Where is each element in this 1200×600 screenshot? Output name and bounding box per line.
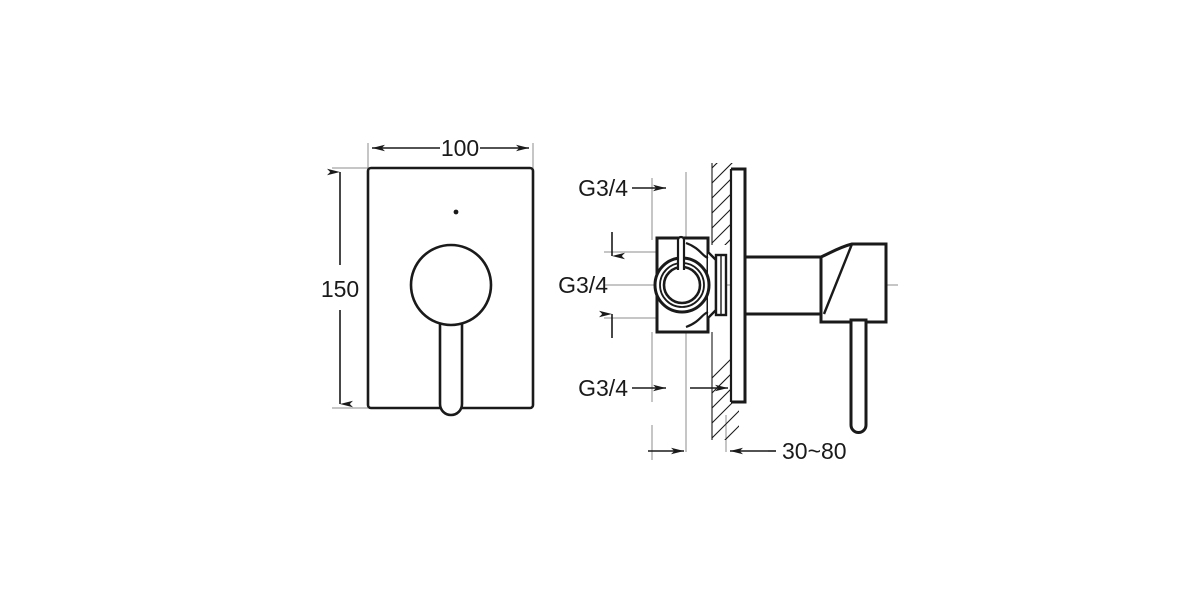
index-dot-marker (453, 209, 459, 215)
valve-internal-curve-top (685, 241, 709, 260)
wall-section-hatching (711, 163, 739, 440)
handle-cap (819, 242, 888, 324)
cartridge-stem-pin (676, 235, 686, 270)
handle-hub-body (743, 255, 823, 316)
front-handle-knob (409, 243, 493, 327)
dimension-inlet-top: G3/4 (578, 175, 666, 201)
front-view: 100 150 (321, 135, 535, 417)
dimension-label-inlet-bottom: G3/4 (578, 375, 628, 401)
escutcheon-plate-side (731, 167, 747, 404)
cartridge-inner-circle (662, 265, 702, 305)
dimension-wall-depth: 30~80 (648, 438, 847, 464)
side-lever-arm (849, 318, 868, 434)
dimension-label-plate-height: 150 (321, 276, 359, 302)
dimension-plate-height: 150 (321, 168, 359, 408)
dimension-outlet-center: G3/4 (558, 232, 625, 338)
dimension-plate-width: 100 (372, 135, 529, 161)
dimension-inlet-bottom: G3/4 (578, 375, 728, 401)
dimension-label-wall-depth: 30~80 (782, 438, 847, 464)
front-view-extension-lines (332, 143, 534, 409)
valve-internal-curve-bottom (685, 310, 709, 329)
dimension-label-plate-width: 100 (441, 135, 479, 161)
dimension-label-inlet-top: G3/4 (578, 175, 628, 201)
side-section-view: G3/4 G3/4 G3/4 30~80 (558, 163, 898, 464)
dimension-label-outlet-center: G3/4 (558, 272, 608, 298)
handle-cap-bevel-line (822, 243, 854, 315)
front-lever-stem (438, 298, 464, 417)
